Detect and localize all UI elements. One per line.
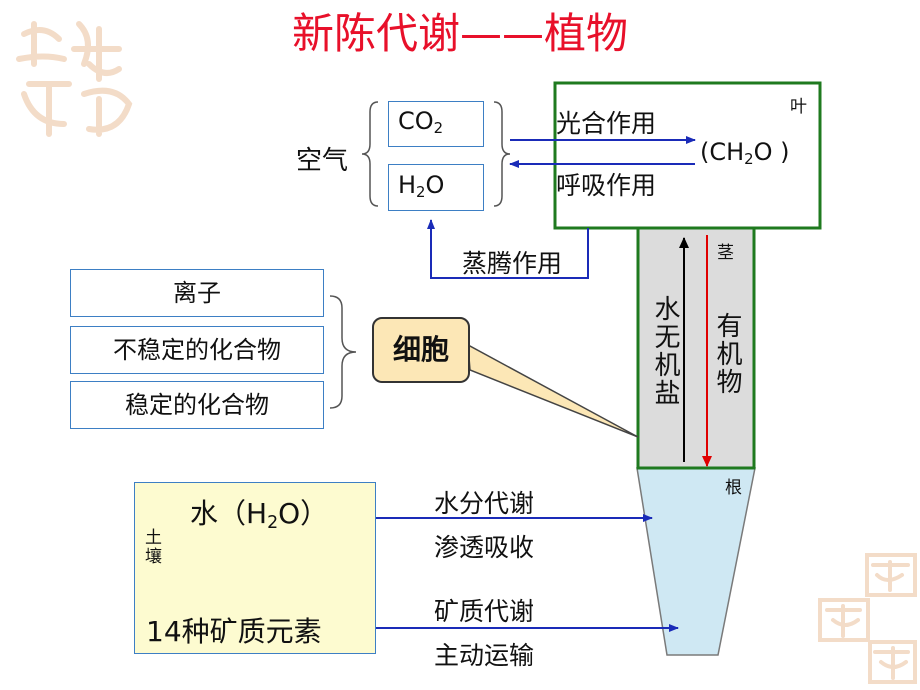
air-right-brace bbox=[493, 101, 511, 207]
osmosis-label: 渗透吸收 bbox=[434, 533, 535, 562]
air-left-brace bbox=[361, 101, 379, 207]
h2o-text: H2O bbox=[398, 171, 445, 202]
soil-label: 土壤 bbox=[141, 528, 161, 566]
transpiration-label: 蒸腾作用 bbox=[462, 249, 563, 278]
cell-item-stable-compounds: 稳定的化合物 bbox=[70, 381, 324, 429]
cell-callout: 细胞 bbox=[372, 317, 470, 383]
water-metabolism-label: 水分代谢 bbox=[434, 489, 535, 518]
cell-item-label: 稳定的化合物 bbox=[125, 391, 269, 419]
decorative-seal-bottom-right bbox=[815, 550, 920, 690]
co2-box: CO2 bbox=[388, 101, 484, 147]
stem-label: 茎 bbox=[717, 243, 734, 263]
cell-item-label: 离子 bbox=[173, 279, 221, 307]
stem-up-text: 水无机盐 bbox=[650, 295, 680, 407]
mineral-metabolism-label: 矿质代谢 bbox=[434, 597, 535, 626]
cell-callout-tail bbox=[467, 343, 639, 438]
leaf-shape bbox=[553, 81, 822, 230]
h2o-box: H2O bbox=[388, 164, 484, 211]
respiration-label: 呼吸作用 bbox=[556, 171, 657, 200]
soil-box bbox=[134, 482, 376, 654]
cell-item-label: 不稳定的化合物 bbox=[113, 336, 281, 364]
cell-brace bbox=[329, 295, 357, 409]
leaf-label: 叶 bbox=[790, 97, 807, 117]
soil-water: 水（H2O） bbox=[190, 497, 329, 534]
photosynthesis-label: 光合作用 bbox=[556, 109, 657, 138]
organic-product: (CH2O ) bbox=[700, 138, 790, 169]
cell-item-unstable-compounds: 不稳定的化合物 bbox=[70, 326, 324, 374]
root-label: 根 bbox=[725, 478, 742, 498]
transpiration-arrow bbox=[427, 219, 589, 279]
soil-minerals: 14种矿质元素 bbox=[146, 615, 322, 648]
stem-down-text: 有机物 bbox=[712, 312, 742, 396]
stem-shape bbox=[636, 226, 756, 470]
co2-text: CO2 bbox=[398, 107, 444, 138]
cell-label: 细胞 bbox=[392, 333, 449, 366]
decorative-seal-top-left bbox=[4, 4, 154, 154]
active-transport-label: 主动运输 bbox=[434, 641, 535, 670]
air-label: 空气 bbox=[296, 146, 349, 176]
cell-item-ions: 离子 bbox=[70, 269, 324, 317]
page-title: 新陈代谢——植物 bbox=[291, 9, 628, 58]
